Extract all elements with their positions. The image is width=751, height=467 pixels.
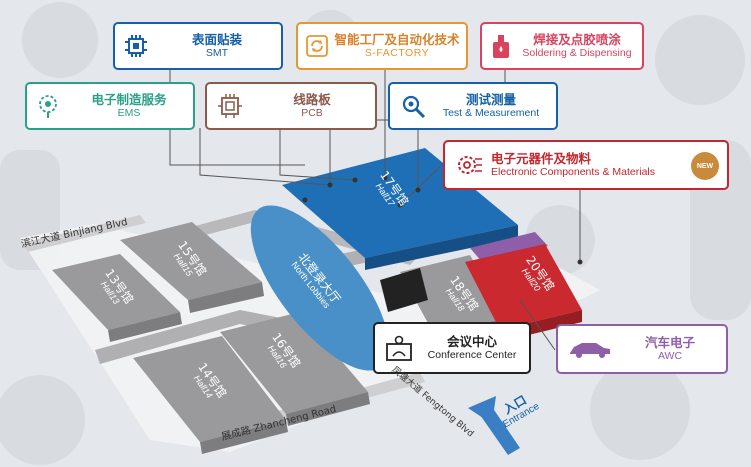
awc-zh: 汽车电子 (644, 334, 695, 350)
components-zh: 电子元器件及物料 (491, 150, 592, 166)
gear-tree-icon (39, 95, 57, 118)
glue-bottle-icon (493, 35, 509, 58)
corridor-north (150, 210, 420, 265)
ems-en: EMS (117, 107, 141, 120)
connector-block (380, 268, 428, 312)
sfactory-en: S-FACTORY (364, 47, 430, 60)
circuit-board-icon (218, 94, 242, 118)
pcb-zh: 线路板 (293, 91, 331, 107)
category-sfactory[interactable]: 智能工厂及自动化技术 S-FACTORY (296, 22, 468, 70)
category-components[interactable]: 电子元器件及物料 Electronic Components & Materia… (443, 140, 729, 190)
smt-zh: 表面贴装 (191, 31, 242, 47)
entrance-arrow (468, 396, 520, 455)
soldering-zh: 焊接及点胶喷涂 (533, 31, 621, 47)
gear-circuit-icon (458, 156, 482, 174)
conference-zh: 会议中心 (446, 333, 497, 349)
chip-icon (125, 35, 147, 57)
category-test[interactable]: 测试测量 Test & Measurement (388, 82, 558, 130)
sfactory-zh: 智能工厂及自动化技术 (334, 31, 460, 47)
magnifier-gear-icon (402, 95, 426, 119)
soldering-en: Soldering & Dispensing (522, 47, 632, 60)
hall-15[interactable] (120, 222, 264, 313)
conference-en: Conference Center (427, 349, 517, 362)
refresh-icon (306, 35, 328, 57)
pcb-en: PCB (301, 107, 323, 120)
category-awc[interactable]: 汽车电子 AWC (556, 324, 728, 374)
hall-13[interactable] (52, 254, 182, 342)
road-binjiang (22, 215, 146, 252)
awc-en: AWC (657, 350, 683, 363)
category-ems[interactable]: 电子制造服务 EMS (25, 82, 195, 130)
test-zh: 测试测量 (465, 91, 516, 107)
hall-14[interactable] (133, 336, 288, 454)
north-lobby[interactable] (227, 185, 413, 392)
category-pcb[interactable]: 线路板 PCB (205, 82, 377, 130)
smt-en: SMT (205, 47, 229, 60)
car-icon (570, 343, 610, 358)
ems-zh: 电子制造服务 (91, 91, 167, 107)
components-en: Electronic Components & Materials (491, 166, 655, 179)
category-conference[interactable]: 会议中心 Conference Center (373, 322, 531, 374)
test-en: Test & Measurement (442, 107, 540, 120)
hall-16[interactable] (220, 312, 370, 426)
leader-dots (302, 175, 583, 265)
category-smt[interactable]: 表面贴装 SMT (113, 22, 283, 70)
new-badge: NEW (691, 152, 719, 180)
presenter-icon (386, 335, 412, 361)
category-soldering[interactable]: 焊接及点胶喷涂 Soldering & Dispensing (480, 22, 644, 70)
